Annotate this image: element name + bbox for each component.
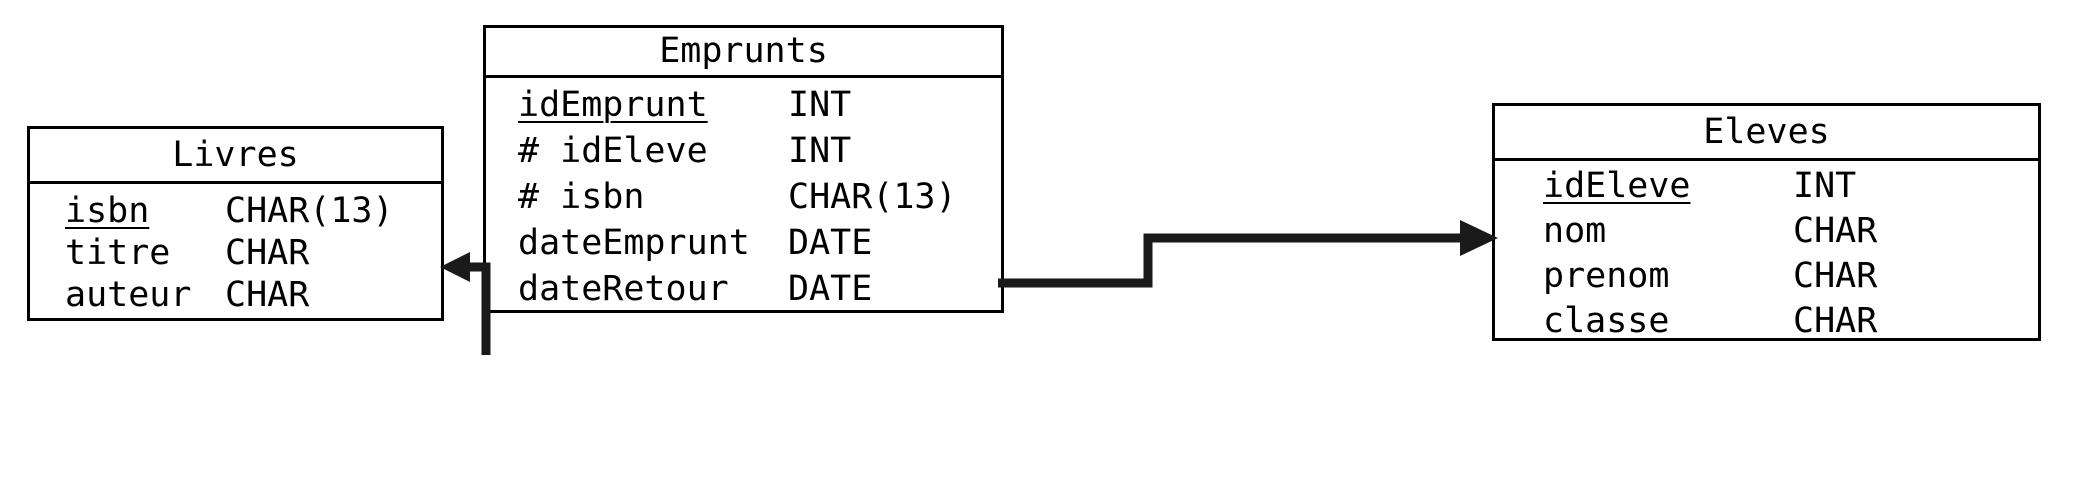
field-name-isbn: isbn (65, 191, 150, 231)
field-row: # idEleve INT (518, 134, 1001, 180)
field-type-dateemprunt: DATE (788, 223, 873, 263)
field-row: titre CHAR (65, 236, 441, 278)
field-type-ideleve: INT (1793, 166, 1857, 206)
field-row: dateEmprunt DATE (518, 226, 1001, 272)
entity-eleves-fields: idEleve INT nom CHAR prenom CHAR classe … (1495, 161, 2038, 349)
arrowhead-right-icon (1460, 220, 1498, 256)
entity-emprunts-fields: idEmprunt INT # idEleve INT # isbn CHAR(… (486, 78, 1001, 318)
field-type-auteur: CHAR (225, 275, 310, 315)
field-row: dateRetour DATE (518, 272, 1001, 318)
relation-line (466, 262, 491, 355)
field-row: classe CHAR (1543, 304, 2038, 349)
field-type-nom: CHAR (1793, 211, 1878, 251)
field-name-dateretour: dateRetour (518, 269, 729, 309)
entity-emprunts[interactable]: Emprunts idEmprunt INT # idEleve INT # i… (483, 25, 1004, 313)
entity-livres-title: Livres (30, 129, 441, 184)
arrowhead-left-icon (440, 252, 470, 282)
field-name-prenom: prenom (1543, 256, 1670, 296)
field-name-classe: classe (1543, 301, 1670, 341)
entity-eleves-title: Eleves (1495, 106, 2038, 161)
entity-livres-fields: isbn CHAR(13) titre CHAR auteur CHAR (30, 184, 441, 320)
field-name-isbn-fk: # isbn (518, 177, 645, 217)
field-type-idemprunt: INT (788, 85, 852, 125)
field-type-isbn-fk: CHAR(13) (788, 177, 957, 217)
relation-arrow-emprunts-to-eleves[interactable] (998, 220, 1503, 305)
field-type-dateretour: DATE (788, 269, 873, 309)
field-row: # isbn CHAR(13) (518, 180, 1001, 226)
field-name-titre: titre (65, 233, 171, 273)
field-name-nom: nom (1543, 211, 1607, 251)
field-row: auteur CHAR (65, 278, 441, 320)
field-name-auteur: auteur (65, 275, 192, 315)
field-type-titre: CHAR (225, 233, 310, 273)
field-type-prenom: CHAR (1793, 256, 1878, 296)
field-row: isbn CHAR(13) (65, 194, 441, 236)
entity-eleves[interactable]: Eleves idEleve INT nom CHAR prenom CHAR … (1492, 103, 2041, 341)
relation-line (998, 233, 1463, 288)
field-name-ideleve: idEleve (1543, 166, 1691, 206)
field-row: prenom CHAR (1543, 259, 2038, 304)
field-name-ideleve-fk: # idEleve (518, 131, 708, 171)
field-row: idEmprunt INT (518, 88, 1001, 134)
field-row: nom CHAR (1543, 214, 2038, 259)
field-type-isbn: CHAR(13) (225, 191, 394, 231)
field-type-classe: CHAR (1793, 301, 1878, 341)
relation-arrow-emprunts-to-livres[interactable] (430, 245, 540, 355)
entity-emprunts-title: Emprunts (486, 28, 1001, 78)
field-name-idemprunt: idEmprunt (518, 85, 708, 125)
field-row: idEleve INT (1543, 169, 2038, 214)
field-type-ideleve-fk: INT (788, 131, 852, 171)
entity-livres[interactable]: Livres isbn CHAR(13) titre CHAR auteur C… (27, 126, 444, 321)
field-name-dateemprunt: dateEmprunt (518, 223, 750, 263)
